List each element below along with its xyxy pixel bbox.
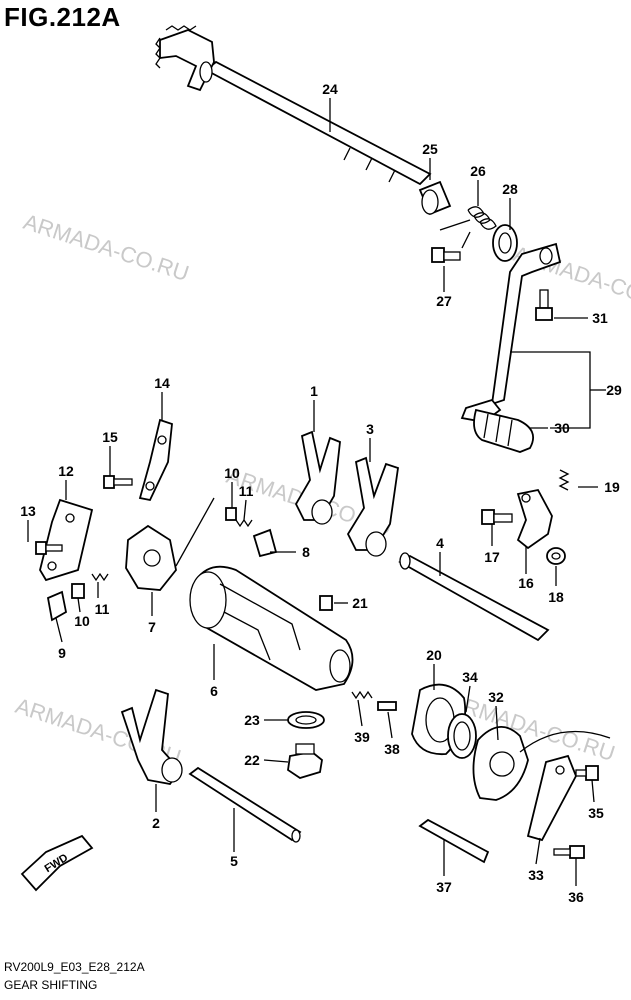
label-2: 2 [152,815,160,831]
part-15-screw [103,475,133,489]
part-33-arm-plate [526,754,577,842]
label-27: 27 [436,293,452,309]
part-7-cam-driven-gear [125,497,215,591]
part-17-bolt [481,509,513,525]
label-33: 33 [528,867,544,883]
label-9: 9 [58,645,66,661]
label-11: 11 [95,601,110,617]
part-23-gasket [287,711,325,729]
part-10-pin [71,583,85,599]
label-10: 10 [74,613,90,629]
part-34-bearing [447,713,477,759]
label-24: 24 [322,81,338,97]
label-18: 18 [548,589,564,605]
label-34: 34 [462,669,478,685]
label-29: 29 [606,382,622,398]
diagram-code: RV200L9_E03_E28_212A [4,960,145,974]
label-13: 13 [20,503,36,519]
leader-lines [27,98,606,886]
part-19-spring [558,469,570,491]
label-17: 17 [484,549,500,565]
part-38-pin [377,701,397,711]
part-6-gearshift-cam [189,565,354,691]
part-9-stopper [46,590,68,622]
part-12-stopper-plate [39,498,94,582]
part-27-bolt [431,247,461,263]
label-14: 14 [154,375,170,391]
label-8: 8 [302,544,310,560]
diagram-name: GEAR SHIFTING [4,978,98,992]
label-26: 26 [470,163,486,179]
label-23: 23 [244,712,260,728]
part-1-gearshift-fork [294,430,341,525]
label-32: 32 [488,689,504,705]
fwd-arrow-icon: FWD [20,834,94,892]
part-11-spring [235,518,253,528]
part-30-rubber-pedal [473,408,534,453]
label-36: 36 [568,889,584,905]
part-3-gearshift-fork [346,456,399,557]
label-21: 21 [352,595,368,611]
label-15: 15 [102,429,118,445]
part-2-gearshift-fork [120,688,183,785]
label-22: 22 [244,752,260,768]
part-35-screw [575,765,599,781]
label-6: 6 [210,683,218,699]
part-31-bolt [535,289,553,321]
label-4: 4 [436,535,444,551]
label-10: 10 [224,465,240,481]
label-25: 25 [422,141,438,157]
part-32-gearshift-arm [472,726,611,801]
label-28: 28 [502,181,518,197]
part-5-fork-shaft [188,766,302,843]
part-11-spring [91,572,109,582]
part-36-screw [553,845,585,859]
part-39-spring [351,690,373,700]
watermark: ARMADA-CO.RU [20,209,192,286]
part-24-gearshift-shaft [155,25,432,186]
label-1: 1 [310,383,318,399]
label-30: 30 [554,420,570,436]
label-35: 35 [588,805,604,821]
part-26-return-spring [439,206,497,249]
part-22-plug [287,743,323,779]
part-number-labels: 1 2 3 4 5 6 7 8 9 10 10 11 11 12 13 14 1… [20,81,622,905]
part-10-pin [225,507,237,521]
label-12: 12 [58,463,74,479]
label-37: 37 [436,879,452,895]
part-21-pin [319,595,333,611]
part-13-screw [35,541,63,555]
label-7: 7 [148,619,156,635]
label-31: 31 [592,310,608,326]
figure-title: FIG.212A [4,2,121,32]
label-3: 3 [366,421,374,437]
label-11: 11 [239,483,254,499]
label-5: 5 [230,853,238,869]
part-25-bush [418,180,452,216]
part-4-fork-shaft [398,552,550,642]
label-16: 16 [518,575,534,591]
label-38: 38 [384,741,400,757]
part-28-oil-seal [492,224,518,262]
part-18-washer [546,547,566,565]
label-20: 20 [426,647,442,663]
part-16-gearshift-cam-stopper [516,488,553,550]
part-14-stopper-plate [138,418,173,502]
part-37-link-plate [418,818,490,864]
label-39: 39 [354,729,370,745]
label-19: 19 [604,479,620,495]
